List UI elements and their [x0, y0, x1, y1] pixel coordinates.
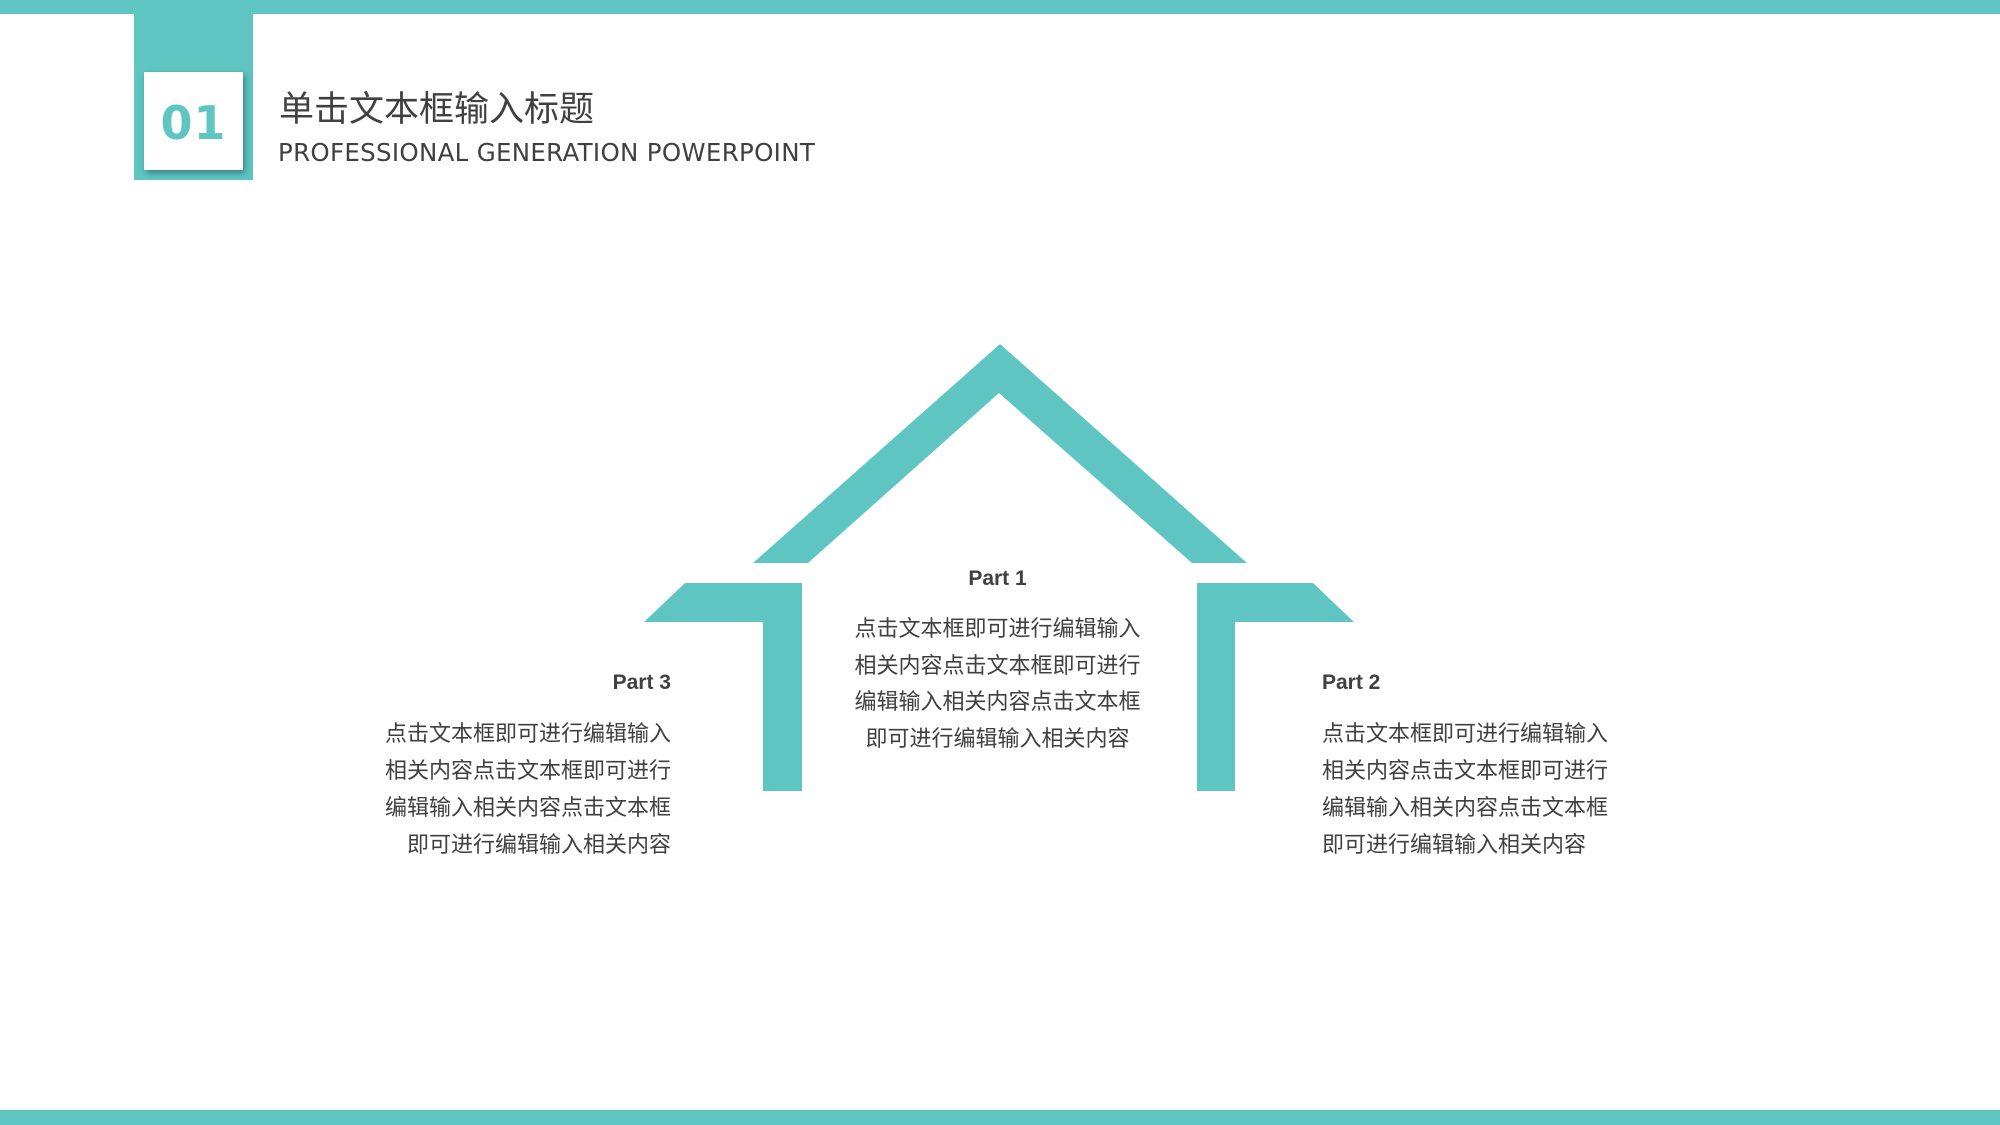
part-2-body: 点击文本框即可进行编辑输入相关内容点击文本框即可进行编辑输入相关内容点击文本框即… — [1322, 722, 1609, 858]
bottom-accent-bar — [0, 1110, 2000, 1125]
part-3-textbox[interactable]: Part 3 点击文本框即可进行编辑输入相关内容点击文本框即可进行编辑输入相关内… — [365, 670, 671, 864]
roof-shape — [753, 344, 1247, 563]
part-1-body: 点击文本框即可进行编辑输入相关内容点击文本框即可进行编辑输入相关内容点击文本框即… — [854, 617, 1141, 752]
part-1-textbox[interactable]: Part 1 点击文本框即可进行编辑输入相关内容点击文本框即可进行编辑输入相关内… — [845, 566, 1150, 758]
slide-subtitle[interactable]: PROFESSIONAL GENERATION POWERPOINT — [278, 138, 816, 167]
part-1-title: Part 1 — [968, 567, 1027, 590]
left-wall-shape — [644, 583, 802, 791]
right-wall-shape — [1197, 583, 1354, 791]
top-accent-bar — [0, 0, 2000, 14]
section-number-box[interactable]: 01 — [144, 72, 243, 170]
part-3-title: Part 3 — [612, 671, 671, 694]
slide-title[interactable]: 单击文本框输入标题 — [279, 90, 595, 130]
part-2-textbox[interactable]: Part 2 点击文本框即可进行编辑输入相关内容点击文本框即可进行编辑输入相关内… — [1322, 670, 1628, 864]
part-2-title: Part 2 — [1322, 671, 1381, 694]
part-3-body: 点击文本框即可进行编辑输入相关内容点击文本框即可进行编辑输入相关内容点击文本框即… — [384, 722, 671, 858]
section-number: 01 — [160, 96, 227, 150]
